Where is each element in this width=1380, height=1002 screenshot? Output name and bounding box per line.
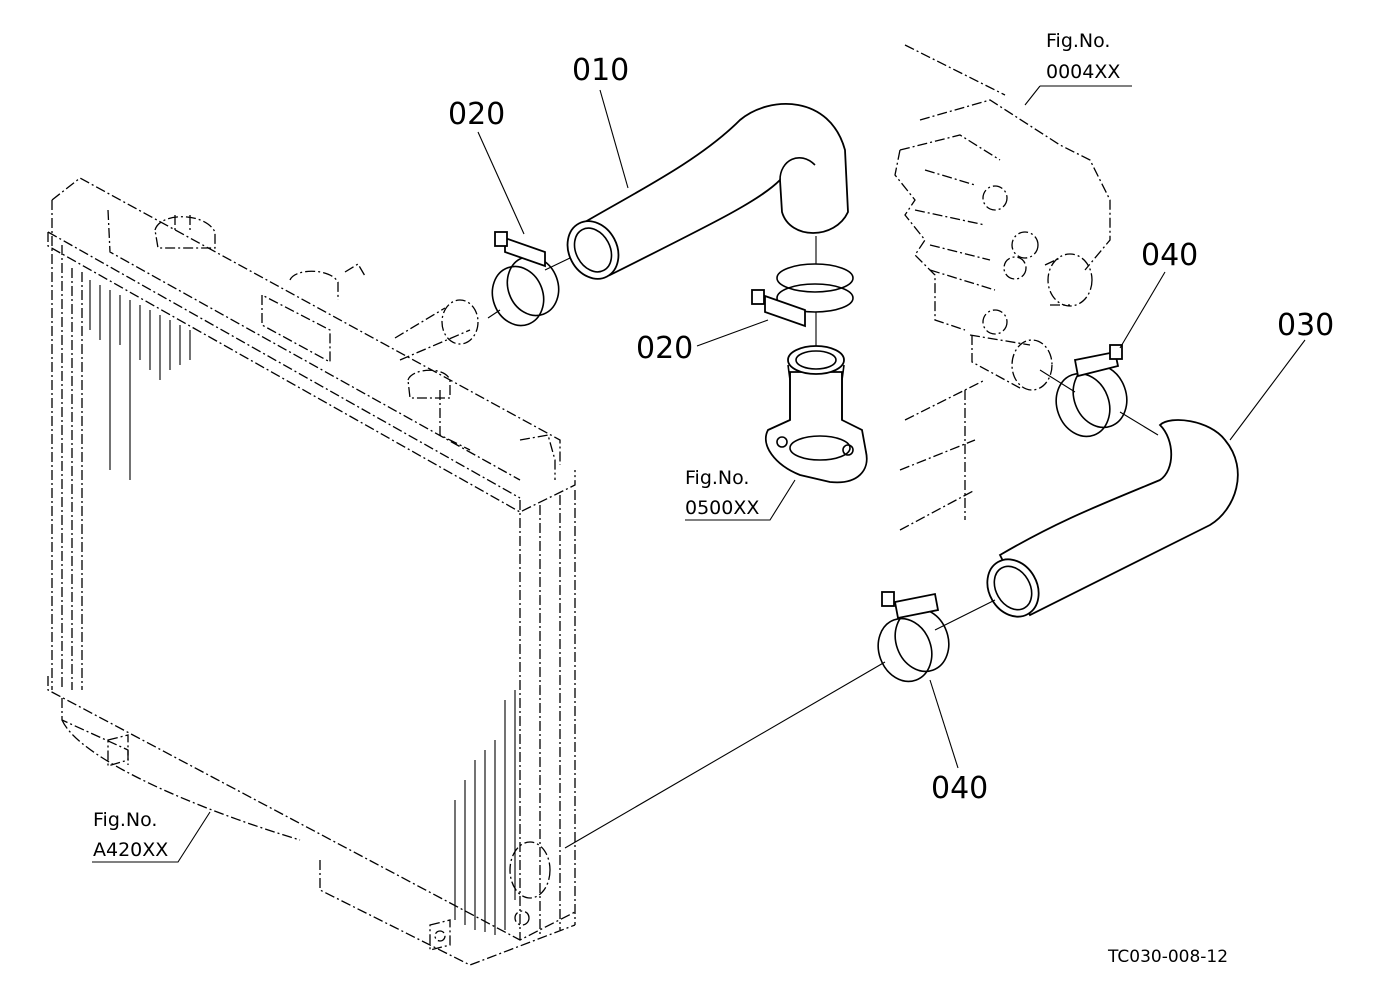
engine-block [894, 44, 1111, 531]
radiator-assembly [47, 177, 576, 966]
leader-lines [92, 85, 1306, 863]
assembly-lines [487, 236, 1159, 849]
clamp-040-bottom [877, 591, 950, 683]
lower-hose-030 [986, 419, 1239, 618]
fig-ref-engine-prefix: Fig.No. [1046, 30, 1110, 52]
upper-hose-010 [566, 103, 849, 280]
part-number-040-bottom: 040 [931, 771, 988, 806]
clamp-020-top [491, 231, 560, 327]
fig-ref-engine-number: 0004XX [1046, 61, 1120, 83]
part-number-020-top: 020 [448, 97, 505, 132]
fig-ref-radiator-number: A420XX [93, 839, 168, 861]
part-number-020-mid: 020 [636, 331, 693, 366]
clamp-040-top [1055, 344, 1128, 438]
part-number-040-top: 040 [1141, 238, 1198, 273]
drawing-code: TC030-008-12 [1107, 947, 1228, 967]
clamp-020-mid [751, 263, 854, 328]
fig-ref-radiator-prefix: Fig.No. [93, 809, 157, 831]
fig-ref-thermostat-prefix: Fig.No. [685, 467, 749, 489]
fig-ref-thermostat-number: 0500XX [685, 497, 759, 519]
part-number-030: 030 [1277, 308, 1334, 343]
thermostat-housing [765, 345, 868, 484]
part-number-010: 010 [572, 53, 629, 88]
